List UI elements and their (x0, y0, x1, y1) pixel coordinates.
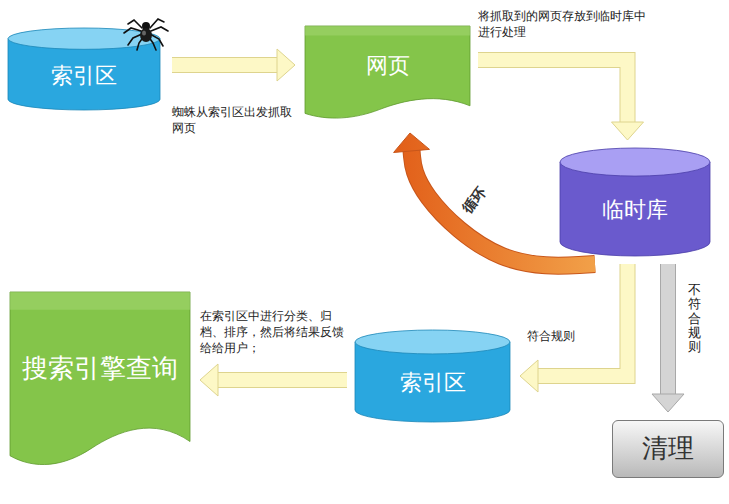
arrow-shaft (172, 58, 278, 72)
arrow-head (612, 122, 644, 140)
arrow-shaft (478, 60, 628, 123)
arrow-outline (478, 60, 628, 123)
document-body (10, 292, 190, 465)
edge-label: 在索引区中进行分类、归档、排序，然后将结果反馈给给用户； (200, 308, 348, 357)
flow-arrow (520, 264, 628, 392)
node-label: 索引区 (400, 370, 466, 396)
flow-arrow (652, 264, 684, 412)
arrow-outline (172, 57, 278, 73)
document-body (305, 26, 470, 118)
arrow-head (652, 394, 684, 412)
database-cylinder: 索引区 (355, 330, 510, 422)
node-label: 清理 (642, 433, 694, 464)
cylinder-top (355, 330, 510, 354)
node-label: 临时库 (602, 197, 668, 223)
node-label: 搜索引擎查询 (22, 353, 178, 384)
process-box: 清理 (612, 420, 724, 478)
arrow-shaft (537, 264, 628, 376)
arrow-head (520, 360, 538, 392)
cylinder-top (560, 148, 710, 176)
edge-label: 符合规则 (527, 328, 611, 344)
flow-arrow (172, 49, 295, 81)
arrow-shaft (661, 264, 675, 395)
arrow-outline (660, 264, 676, 395)
arrow-shaft (217, 373, 347, 387)
document-shape: 网页 (305, 26, 470, 121)
node-label: 网页 (366, 53, 410, 79)
edge-label: 循环 (458, 184, 490, 218)
document-highlight (10, 292, 190, 310)
flow-arrow (200, 364, 347, 396)
database-cylinder: 索引区 (8, 28, 160, 110)
arrow-outline (217, 372, 347, 388)
cylinder-top (8, 28, 160, 49)
node-label: 索引区 (51, 63, 117, 89)
arrow-head (394, 133, 430, 152)
edge-label: 不符合规则 (688, 283, 701, 354)
document-highlight (305, 26, 470, 36)
edge-label: 蜘蛛从索引区出发抓取网页 (172, 104, 296, 136)
flow-arrow (478, 60, 644, 140)
arrow-head (200, 364, 218, 396)
edge-label: 将抓取到的网页存放到临时库中进行处理 (478, 8, 646, 40)
arrow-head (277, 49, 295, 81)
arrow-outline (537, 264, 628, 376)
database-cylinder: 临时库 (560, 148, 710, 256)
document-shape: 搜索引擎查询 (10, 292, 190, 470)
